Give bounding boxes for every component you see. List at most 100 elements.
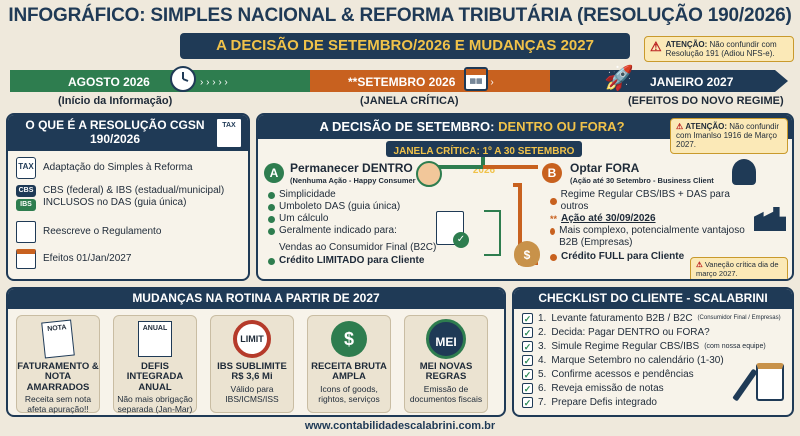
warning-icon: ⚠	[650, 39, 662, 54]
top-warning-text: Não confundir com Resolução 191 (Adiou N…	[665, 40, 777, 59]
what-item-2: CBS IBS CBS (federal) & IBS (estadual/mu…	[16, 185, 242, 211]
svg-text:› › › › ›: › › › › ›	[200, 77, 228, 88]
routine-tile-5-desc: Emissão de documentos fiscais	[409, 383, 483, 404]
option-a-item-text: Crédito LIMITADO para Cliente	[279, 255, 425, 266]
clipboard-icon	[756, 363, 784, 401]
checklist-item-2[interactable]: ✓2.Decida: Pagar DENTRO ou FORA?	[522, 327, 710, 339]
page-title: INFOGRÁFICO: SIMPLES NACIONAL & REFORMA …	[8, 5, 792, 26]
routine-tile-4-desc: Icons of goods, rightos, serviços	[318, 383, 380, 404]
checklist-item-num: 7.	[538, 397, 547, 408]
top-warning: ⚠ ATENÇÃO: Não confundir com Resolução 1…	[644, 36, 794, 63]
option-a-item-text: Um cálculo	[279, 213, 329, 224]
subtitle: A DECISÃO DE SETEMBRO/2026 E MUDANÇAS 20…	[216, 37, 594, 54]
checklist-panel: CHECKLIST DO CLIENTE - SCALABRINI ✓1.Lev…	[512, 287, 794, 417]
option-a-title: Permanecer DENTRO	[290, 161, 413, 175]
critical-window-text: JANELA CRÍTICA: 1º A 30 SETEMBRO 2026	[393, 146, 575, 176]
what-item-1: TAX Adaptação do Simples à Reforma	[16, 157, 242, 179]
routine-tile-3-title: IBS SUBLIMITE R$ 3,6 Mi	[217, 361, 287, 383]
checklist-item-1[interactable]: ✓1.Levante faturamento B2B / B2C(Consumi…	[522, 313, 781, 325]
checkbox[interactable]: ✓	[522, 397, 533, 409]
person-icon	[416, 161, 442, 187]
option-b-item: Crédito FULL para Cliente	[550, 251, 750, 263]
checklist-item-note: (com nossa equipe)	[704, 342, 766, 350]
routine-tile-2-title: DEFIS INTEGRADA ANUAL	[126, 361, 184, 393]
checklist-item-num: 6.	[538, 383, 547, 394]
checklist-item-7[interactable]: ✓7.Prepare Defis integrado	[522, 397, 657, 409]
option-a-item-text: Simplicidade	[279, 189, 336, 200]
limit-icon: LIMIT	[211, 316, 293, 362]
subtitle-banner: A DECISÃO DE SETEMBRO/2026 E MUDANÇAS 20…	[180, 33, 630, 59]
warning-icon: ⚠	[696, 260, 703, 269]
checklist-item-note: (Consumidor Final / Empresas)	[697, 315, 781, 322]
critical-window: JANELA CRÍTICA: 1º A 30 SETEMBRO 2026	[386, 141, 582, 176]
timeline-aug-label: AGOSTO 2026	[68, 75, 150, 89]
note-pencil-icon: NOTA	[17, 316, 99, 362]
what-item-4: Efeitos 01/Jan/2027	[16, 249, 242, 269]
checkbox[interactable]: ✓	[522, 355, 533, 367]
rocket-icon: 🚀	[604, 65, 634, 92]
option-b-item-text: Crédito FULL para Cliente	[561, 251, 685, 262]
mei-badge-icon: MEI	[405, 316, 487, 362]
option-b-title: Optar FORA	[570, 161, 640, 175]
option-a-badge: A	[264, 163, 284, 183]
tax-doc-icon: TAX	[216, 118, 242, 148]
checklist-item-num: 5.	[538, 369, 547, 380]
option-a-list: Simplicidade Umboleto DAS (guia única) U…	[268, 189, 468, 267]
what-item-1-text: Adaptação do Simples à Reforma	[43, 162, 193, 173]
routine-tile-2-desc: Não mais obrigação separada (Jan-Mar)	[117, 394, 193, 415]
option-b-badge: B	[542, 163, 562, 183]
checkbox[interactable]: ✓	[522, 327, 533, 339]
checkbox[interactable]: ✓	[522, 369, 533, 381]
routine-panel: MUDANÇAS NA ROTINA A PARTIR DE 2027 NOTA…	[6, 287, 506, 417]
timeline-sep-sub: (JANELA CRÍTICA)	[360, 95, 459, 107]
option-a-item: Crédito LIMITADO para Cliente	[268, 255, 468, 267]
what-panel: O QUE É A RESOLUÇÃO CGSN 190/2026 TAX TA…	[6, 113, 250, 281]
timeline-jan-label: JANEIRO 2027	[650, 75, 734, 89]
checklist-item-3[interactable]: ✓3.Simule Regime Regular CBS/IBS(com nos…	[522, 341, 766, 353]
money-bag-icon: $	[514, 241, 540, 267]
decision-warning-text: Não confundir com Imanlso 1916 de Março …	[676, 122, 780, 150]
checklist-item-text: Reveja emissão de notas	[551, 383, 664, 394]
checklist-item-6[interactable]: ✓ 6. Reveja emissão de notas	[522, 383, 664, 395]
what-item-3-text: Reescreve o Regulamento	[43, 226, 162, 237]
checklist-item-4[interactable]: ✓4.Marque Setembro no calendário (1-30)	[522, 355, 724, 367]
routine-tile-5-title: MEI NOVAS REGRAS	[419, 361, 473, 383]
routine-tile-1-desc: Receita sem nota afeta apuração!!	[24, 394, 92, 415]
decision-warning-label: ATENÇÃO:	[685, 122, 728, 131]
checklist-item-text: Levante faturamento B2B / B2C	[551, 313, 693, 324]
routine-tile-4: $ RECEITA BRUTA AMPLA Icons of goods, ri…	[307, 315, 391, 413]
what-title: O QUE É A RESOLUÇÃO CGSN 190/2026	[8, 115, 248, 151]
checklist-item-num: 4.	[538, 355, 547, 366]
option-b-item-text: Ação até 30/09/2026	[561, 213, 656, 224]
timeline-arrows: › › › › › › › › ›	[10, 70, 788, 92]
checklist-item-5[interactable]: ✓ 5. Confirme acessos e pendências	[522, 369, 694, 381]
checklist-title: CHECKLIST DO CLIENTE - SCALABRINI	[514, 289, 792, 309]
what-item-2-text: CBS (federal) & IBS (estadual/municipal)…	[43, 185, 225, 208]
option-b-sub: (Ação até 30 Setembro - Business Client	[570, 176, 714, 185]
routine-tile-2: ANUAL DEFIS INTEGRADA ANUAL Não mais obr…	[113, 315, 197, 415]
checklist-item-text: Confirme acessos e pendências	[551, 369, 694, 380]
checkbox[interactable]: ✓	[522, 341, 533, 353]
decision-panel: A DECISÃO DE SETEMBRO: DENTRO OU FORA? ⚠…	[256, 113, 794, 281]
decision-title-a: A DECISÃO DE SETEMBRO:	[319, 119, 495, 134]
calendar-icon	[16, 249, 36, 269]
checkbox[interactable]: ✓	[522, 383, 533, 395]
checklist-item-text: Simule Regime Regular CBS/IBS	[551, 341, 700, 352]
tax-doc-icon: TAX	[16, 157, 36, 179]
decision-branches	[433, 157, 538, 265]
checkbox[interactable]: ✓	[522, 313, 533, 325]
bottom-note-text: Vaneção crítica dia de março 2027.	[696, 260, 779, 278]
what-item-3: Reescreve o Regulamento	[16, 221, 242, 243]
routine-tile-1-title: FATURAMENTO & NOTA AMARRADOS	[17, 361, 99, 393]
doc-check-icon: ✓	[436, 211, 469, 248]
what-title-text: O QUE É A RESOLUÇÃO CGSN 190/2026	[25, 118, 205, 146]
option-b-item-text: Regime Regular CBS/IBS + DAS para outros	[560, 189, 730, 212]
top-warning-label: ATENÇÃO:	[665, 40, 708, 49]
option-a-item-text: Geralmente indicado para:	[279, 225, 397, 236]
timeline-jan-sub: (EFEITOS DO NOVO REGIME)	[628, 95, 784, 107]
footer-url[interactable]: www.contabilidadescalabrini.com.br	[304, 420, 496, 432]
document-icon	[16, 221, 36, 243]
option-a-item-text: Umboleto DAS (guia única)	[279, 201, 401, 212]
option-b-item: Mais complexo, potencialmente vantajoso …	[550, 225, 750, 249]
checklist-item-num: 2.	[538, 327, 547, 338]
